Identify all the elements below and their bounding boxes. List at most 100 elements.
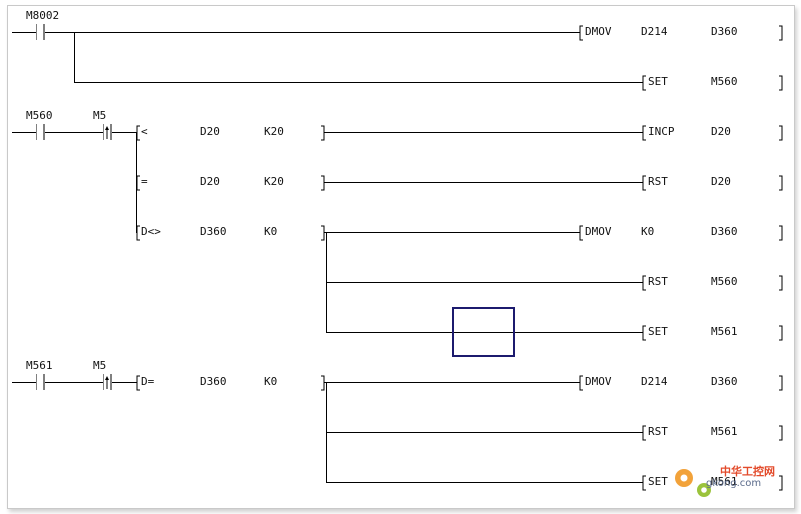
operand-2[interactable]: M561 xyxy=(711,325,738,338)
compare-close-bracket[interactable] xyxy=(320,125,325,141)
compare-op[interactable]: D= xyxy=(141,375,155,388)
instruction-rst[interactable]: RST xyxy=(648,175,668,188)
watermark-sub: gkong.com xyxy=(706,478,762,489)
operand-1[interactable]: D214 xyxy=(641,25,668,38)
wire xyxy=(326,332,643,333)
compare-close-bracket[interactable] xyxy=(320,375,325,391)
instruction-open-bracket[interactable] xyxy=(579,225,584,241)
operand-2[interactable]: D360 xyxy=(711,375,738,388)
instruction-open-bracket[interactable] xyxy=(642,75,647,91)
normally-open-contact[interactable] xyxy=(36,22,45,42)
compare-op[interactable]: = xyxy=(141,175,148,188)
instruction-close-bracket[interactable] xyxy=(778,125,784,141)
compare-b[interactable]: K0 xyxy=(264,375,278,388)
instruction-close-bracket[interactable] xyxy=(778,175,784,191)
operand-2[interactable]: M560 xyxy=(711,75,738,88)
compare-open-bracket[interactable] xyxy=(136,125,141,141)
wire xyxy=(324,382,580,383)
instruction-set[interactable]: SET xyxy=(648,75,668,88)
operand-2[interactable]: M561 xyxy=(711,425,738,438)
instruction-open-bracket[interactable] xyxy=(579,375,584,391)
instruction-close-bracket[interactable] xyxy=(778,75,784,91)
compare-a[interactable]: D360 xyxy=(200,225,227,238)
compare-open-bracket[interactable] xyxy=(136,175,141,191)
branch-wire xyxy=(74,32,75,83)
instruction-close-bracket[interactable] xyxy=(778,375,784,391)
gkong-logo xyxy=(670,462,795,502)
compare-op[interactable]: D<> xyxy=(141,225,161,238)
wire xyxy=(136,232,137,233)
wire xyxy=(326,432,643,433)
ladder-canvas[interactable] xyxy=(7,5,795,509)
instruction-close-bracket[interactable] xyxy=(778,25,784,41)
wire xyxy=(324,232,580,233)
operand-2[interactable]: D20 xyxy=(711,125,731,138)
contact-label-M5: M5 xyxy=(93,109,107,122)
instruction-open-bracket[interactable] xyxy=(642,325,647,341)
contact-label-M8002: M8002 xyxy=(26,9,60,22)
instruction-set[interactable]: SET xyxy=(648,475,668,488)
instruction-close-bracket[interactable] xyxy=(778,275,784,291)
operand-2[interactable]: D20 xyxy=(711,175,731,188)
operand-1[interactable]: D214 xyxy=(641,375,668,388)
wire xyxy=(112,132,136,133)
normally-open-contact[interactable] xyxy=(36,122,45,142)
instruction-dmov[interactable]: DMOV xyxy=(585,225,612,238)
compare-open-bracket[interactable] xyxy=(136,225,141,241)
wire xyxy=(136,382,137,383)
instruction-open-bracket[interactable] xyxy=(642,175,647,191)
wire xyxy=(136,182,137,183)
operand-2[interactable]: D360 xyxy=(711,25,738,38)
instruction-open-bracket[interactable] xyxy=(642,425,647,441)
instruction-close-bracket[interactable] xyxy=(778,425,784,441)
compare-open-bracket[interactable] xyxy=(136,375,141,391)
wire xyxy=(326,282,643,283)
wire xyxy=(45,32,580,33)
wire xyxy=(324,182,643,183)
wire xyxy=(45,382,103,383)
normally-open-contact[interactable] xyxy=(36,372,45,392)
compare-b[interactable]: K20 xyxy=(264,175,284,188)
instruction-close-bracket[interactable] xyxy=(778,475,784,491)
wire xyxy=(45,132,103,133)
wire xyxy=(326,482,643,483)
compare-op[interactable]: < xyxy=(141,125,148,138)
instruction-dmov[interactable]: DMOV xyxy=(585,375,612,388)
rising-pulse-contact[interactable] xyxy=(103,372,112,392)
branch-wire xyxy=(326,232,327,333)
instruction-rst[interactable]: RST xyxy=(648,425,668,438)
instruction-close-bracket[interactable] xyxy=(778,325,784,341)
instruction-set[interactable]: SET xyxy=(648,325,668,338)
instruction-close-bracket[interactable] xyxy=(778,225,784,241)
instruction-open-bracket[interactable] xyxy=(579,25,584,41)
compare-b[interactable]: K0 xyxy=(264,225,278,238)
watermark-text: 中华工控网 xyxy=(720,465,775,478)
compare-a[interactable]: D360 xyxy=(200,375,227,388)
instruction-open-bracket[interactable] xyxy=(642,475,647,491)
compare-a[interactable]: D20 xyxy=(200,125,220,138)
compare-a[interactable]: D20 xyxy=(200,175,220,188)
contact-label-M5: M5 xyxy=(93,359,107,372)
instruction-incp[interactable]: INCP xyxy=(648,125,675,138)
instruction-dmov[interactable]: DMOV xyxy=(585,25,612,38)
selection-cursor[interactable] xyxy=(452,307,515,357)
contact-label-M560: M560 xyxy=(26,109,53,122)
branch-wire xyxy=(326,382,327,483)
operand-2[interactable]: M560 xyxy=(711,275,738,288)
compare-close-bracket[interactable] xyxy=(320,175,325,191)
contact-label-M561: M561 xyxy=(26,359,53,372)
operand-2[interactable]: M561 xyxy=(711,475,738,488)
power-rail xyxy=(12,32,36,33)
instruction-open-bracket[interactable] xyxy=(642,125,647,141)
power-rail xyxy=(12,132,36,133)
operand-1[interactable]: K0 xyxy=(641,225,655,238)
wire xyxy=(136,132,137,133)
compare-close-bracket[interactable] xyxy=(320,225,325,241)
operand-2[interactable]: D360 xyxy=(711,225,738,238)
wire xyxy=(74,82,643,83)
rising-pulse-contact[interactable] xyxy=(103,122,112,142)
compare-b[interactable]: K20 xyxy=(264,125,284,138)
instruction-rst[interactable]: RST xyxy=(648,275,668,288)
instruction-open-bracket[interactable] xyxy=(642,275,647,291)
